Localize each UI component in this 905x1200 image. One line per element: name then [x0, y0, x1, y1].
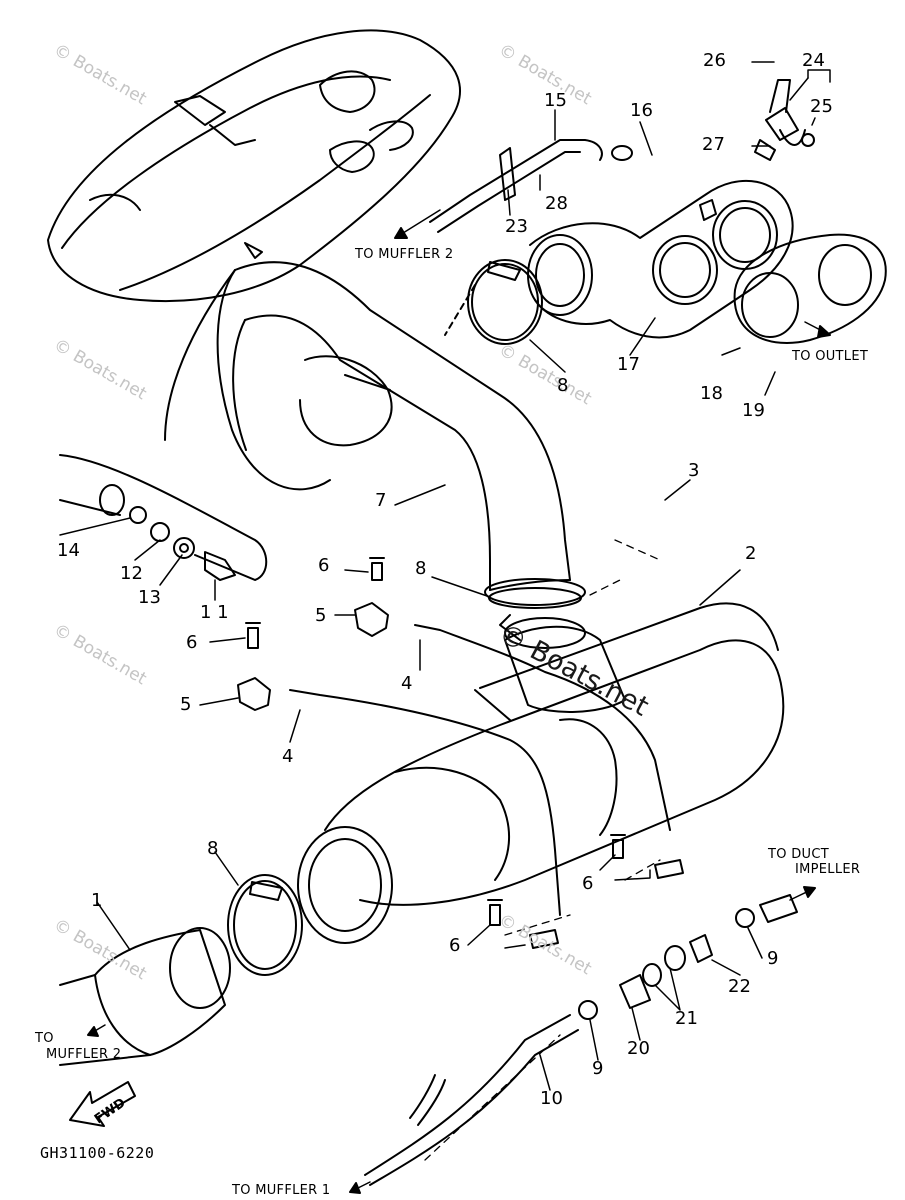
- callout-13: 13: [138, 587, 161, 608]
- callout-6-b: 6: [186, 632, 198, 653]
- small-fasteners: [129, 506, 236, 581]
- callout-1: 1: [91, 890, 103, 911]
- callout-6-c: 6: [582, 873, 594, 894]
- fittings-20-21-22-9: [578, 894, 798, 1020]
- callout-6-a: 6: [318, 555, 330, 576]
- callout-17: 17: [617, 354, 640, 375]
- callout-8-top: 8: [557, 375, 569, 396]
- callout-15: 15: [544, 90, 567, 111]
- stern-pipe: [59, 269, 268, 581]
- callout-16: 16: [630, 100, 653, 121]
- callout-20: 20: [627, 1038, 650, 1059]
- callout-4-b: 4: [282, 746, 294, 767]
- leader-lines: [59, 61, 831, 1091]
- callout-10: 10: [540, 1088, 563, 1109]
- hose-clamp-8-bottom: [227, 874, 303, 976]
- callout-28: 28: [545, 193, 568, 214]
- stay-5-lower: [237, 677, 271, 711]
- callout-11: 1 1: [200, 602, 229, 623]
- note-to: TO: [35, 1031, 54, 1046]
- note-to-outlet: TO OUTLET: [792, 349, 869, 364]
- callout-5-a: 5: [315, 605, 327, 626]
- callout-26: 26: [703, 50, 726, 71]
- fwd-arrow: [69, 1081, 136, 1127]
- callout-27: 27: [702, 134, 725, 155]
- callout-23: 23: [505, 216, 528, 237]
- callout-18: 18: [700, 383, 723, 404]
- callout-9-a: 9: [767, 948, 779, 969]
- callout-14: 14: [57, 540, 80, 561]
- bracket-24-27: [754, 79, 815, 161]
- muffler-inlet-neck: [484, 578, 626, 713]
- muffler-band-4: [289, 624, 671, 916]
- callout-9-b: 9: [592, 1058, 604, 1079]
- callout-6-d: 6: [449, 935, 461, 956]
- note-to-duct: TO DUCT: [768, 847, 829, 862]
- joint-pipe-1: [59, 927, 231, 1066]
- direction-arrows: [87, 209, 831, 1194]
- reference-dashes: [424, 539, 661, 1161]
- callout-22: 22: [728, 976, 751, 997]
- callout-8-mid: 8: [415, 558, 427, 579]
- muffler-body-2: [297, 602, 785, 944]
- exhaust-hose-7: [216, 261, 571, 591]
- hose-clamp-8-top: [467, 259, 543, 345]
- callout-24: 24: [802, 50, 825, 71]
- diagram-code: GH31100-6220: [40, 1144, 155, 1162]
- callout-19: 19: [742, 400, 765, 421]
- callout-4-a: 4: [401, 673, 413, 694]
- callout-21: 21: [675, 1008, 698, 1029]
- note-impeller: IMPELLER: [795, 862, 861, 877]
- callout-7: 7: [375, 490, 387, 511]
- callout-25: 25: [810, 96, 833, 117]
- stay-5-upper: [354, 602, 389, 637]
- water-hose-15: [429, 139, 633, 233]
- callout-8-bottom: 8: [207, 838, 219, 859]
- note-muffler-2-bottom: MUFFLER 2: [46, 1047, 122, 1062]
- callout-2: 2: [745, 543, 757, 564]
- gasket-18: [733, 233, 887, 344]
- note-to-muffler-2-top: TO MUFFLER 2: [355, 247, 454, 262]
- bolt-6-set: [245, 557, 684, 949]
- watercraft-illustration: [47, 29, 461, 303]
- callout-5-b: 5: [180, 694, 192, 715]
- callout-12: 12: [120, 563, 143, 584]
- note-to-muffler-1: TO MUFFLER 1: [232, 1183, 331, 1198]
- callout-3: 3: [688, 460, 700, 481]
